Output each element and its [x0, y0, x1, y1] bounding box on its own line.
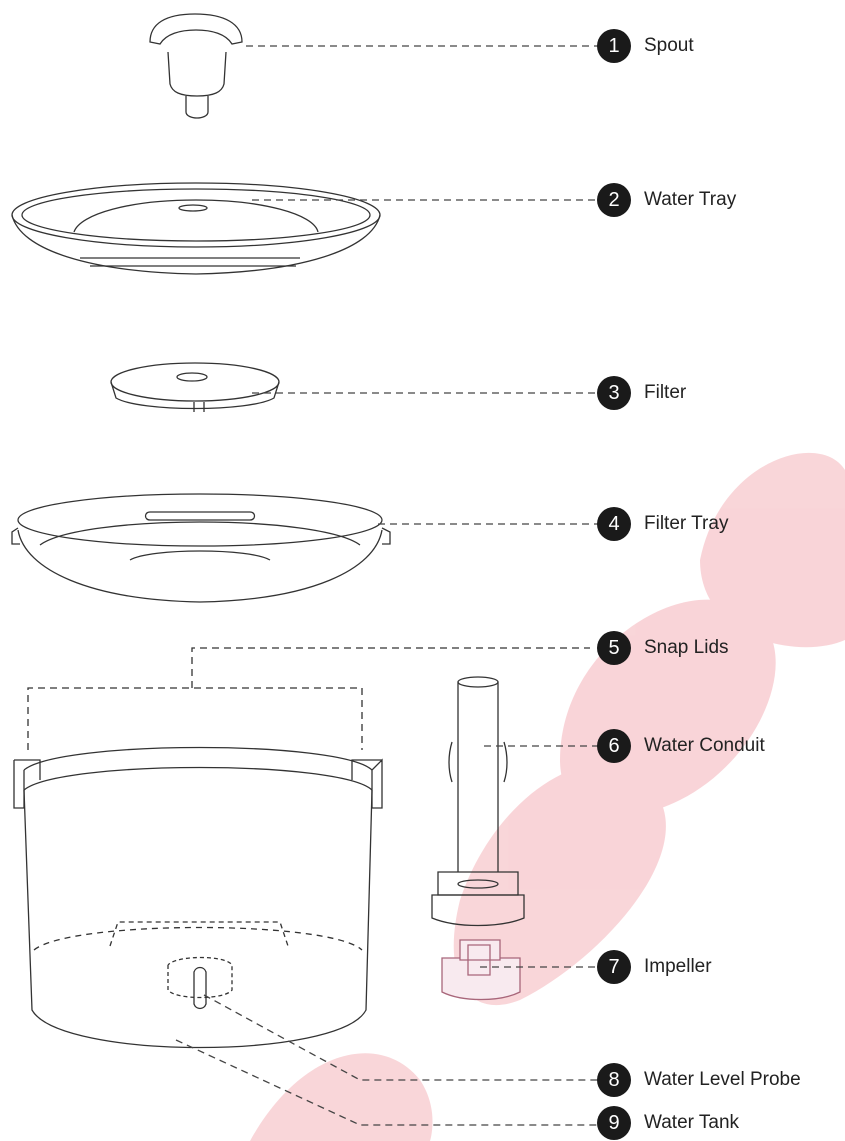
part-label: Water Tank — [644, 1112, 739, 1134]
callout-filter: 3 Filter — [597, 375, 686, 411]
filter-drawing — [111, 363, 279, 412]
part-label: Water Conduit — [644, 735, 765, 757]
number-badge: 7 — [597, 950, 631, 984]
number-badge: 3 — [597, 376, 631, 410]
part-label: Filter Tray — [644, 513, 728, 535]
callout-water-tank: 9 Water Tank — [597, 1105, 739, 1141]
part-label: Filter — [644, 382, 686, 404]
water-tray-drawing — [12, 183, 380, 274]
callout-snap-lids: 5 Snap Lids — [597, 630, 729, 666]
spout-drawing — [150, 14, 242, 118]
filter-tray-drawing — [12, 494, 390, 602]
callout-water-level-probe: 8 Water Level Probe — [597, 1062, 801, 1098]
snap-lids-bracket — [28, 648, 590, 750]
part-label: Snap Lids — [644, 637, 729, 659]
part-label: Water Level Probe — [644, 1069, 801, 1091]
callout-water-conduit: 6 Water Conduit — [597, 728, 765, 764]
part-label: Impeller — [644, 956, 712, 978]
number-badge: 1 — [597, 29, 631, 63]
number-badge: 5 — [597, 631, 631, 665]
number-badge: 8 — [597, 1063, 631, 1097]
part-label: Spout — [644, 35, 694, 57]
callout-impeller: 7 Impeller — [597, 949, 712, 985]
callout-filter-tray: 4 Filter Tray — [597, 506, 728, 542]
callout-water-tray: 2 Water Tray — [597, 182, 736, 218]
number-badge: 9 — [597, 1106, 631, 1140]
part-label: Water Tray — [644, 189, 736, 211]
water-tank-drawing — [14, 748, 382, 1048]
number-badge: 2 — [597, 183, 631, 217]
number-badge: 4 — [597, 507, 631, 541]
watermark — [250, 453, 845, 1141]
number-badge: 6 — [597, 729, 631, 763]
callout-spout: 1 Spout — [597, 28, 694, 64]
